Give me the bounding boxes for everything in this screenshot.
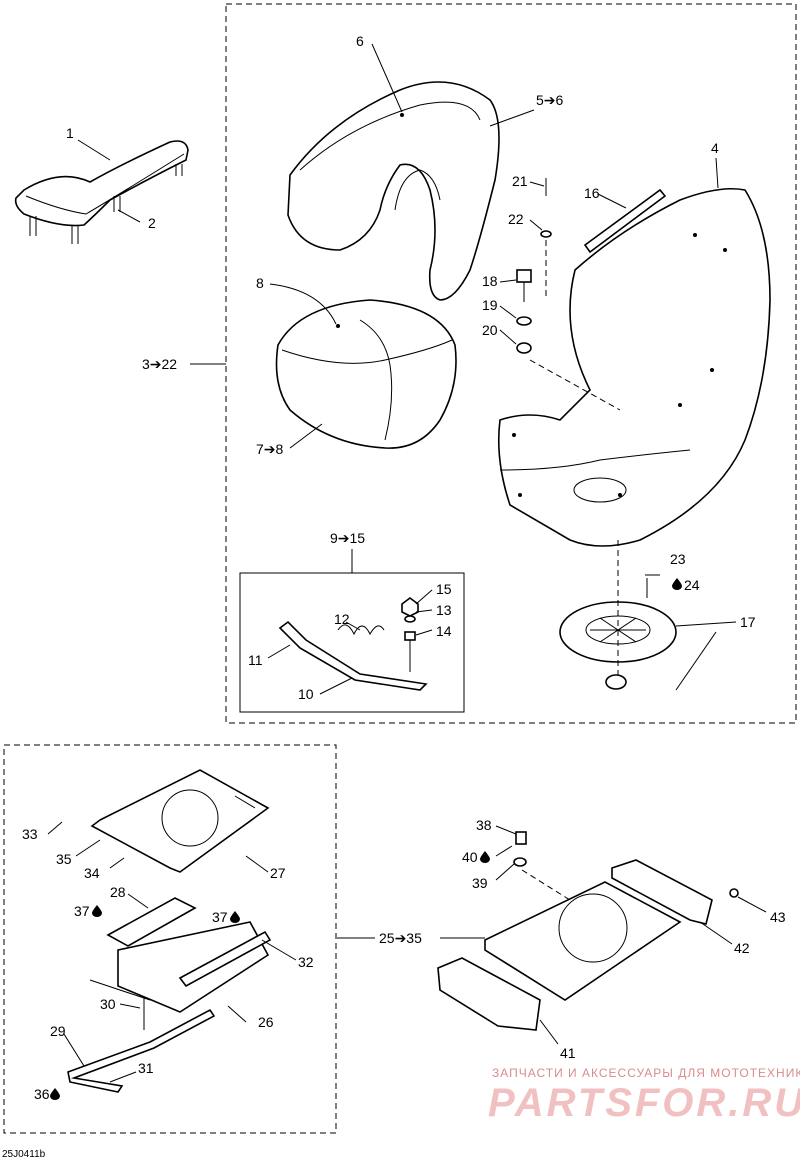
callout-41: 41 bbox=[560, 1045, 576, 1061]
callout-34: 34 bbox=[84, 865, 100, 881]
callout-42: 42 bbox=[734, 940, 750, 956]
callout-26: 26 bbox=[258, 1014, 274, 1030]
callout-33: 33 bbox=[22, 826, 38, 842]
watermark: ЗАПЧАСТИ И АКСЕССУАРЫ ДЛЯ МОТОТЕХНИКИ PA… bbox=[488, 1066, 800, 1125]
callout-29: 29 bbox=[50, 1023, 66, 1039]
callout-25-35: 25➔35 bbox=[379, 930, 422, 946]
callout-8: 8 bbox=[256, 275, 264, 291]
callout-17: 17 bbox=[740, 614, 756, 630]
callout-11: 11 bbox=[248, 652, 263, 668]
part-28-slider-rail bbox=[106, 897, 270, 1013]
callout-19: 19 bbox=[482, 297, 498, 313]
callout-39: 39 bbox=[472, 875, 488, 891]
part-17-swivel-base bbox=[559, 540, 677, 690]
hardware-stack-18-22 bbox=[516, 178, 621, 411]
callout-9-15: 9➔15 bbox=[330, 530, 365, 546]
callout-28: 28 bbox=[110, 884, 126, 900]
callout-6: 6 bbox=[356, 33, 364, 49]
part-6-backrest bbox=[287, 81, 500, 301]
leader-lines bbox=[47, 43, 767, 1083]
callout-22: 22 bbox=[508, 211, 524, 227]
callout-16: 16 bbox=[584, 185, 600, 201]
assembly-25-35 bbox=[437, 831, 739, 1031]
callout-31: 31 bbox=[138, 1060, 154, 1076]
callout-24: 24 bbox=[684, 577, 700, 593]
callout-5-6: 5➔6 bbox=[536, 92, 564, 108]
watermark-brand: PARTSFOR.RU bbox=[488, 1081, 800, 1125]
drop-icon bbox=[480, 851, 490, 863]
callout-13: 13 bbox=[436, 602, 452, 618]
callout-40: 40 bbox=[462, 849, 478, 865]
callout-7-8: 7➔8 bbox=[256, 441, 284, 457]
callout-3-22: 3➔22 bbox=[142, 356, 177, 372]
drop-icon bbox=[92, 905, 102, 917]
callout-38: 38 bbox=[476, 817, 492, 833]
part-32-tube bbox=[178, 930, 272, 988]
callout-37b: 37 bbox=[212, 909, 228, 925]
callout-10: 10 bbox=[298, 686, 314, 702]
callout-36: 36 bbox=[34, 1086, 50, 1102]
drop-icon bbox=[50, 1088, 60, 1100]
callout-18: 18 bbox=[482, 273, 498, 289]
drop-icon bbox=[230, 911, 240, 923]
callout-12: 12 bbox=[334, 611, 350, 627]
latch-group-box bbox=[239, 572, 465, 713]
latch-parts bbox=[278, 597, 428, 691]
callout-4: 4 bbox=[711, 140, 719, 156]
part-27-slider-plate bbox=[90, 769, 270, 873]
callout-43: 43 bbox=[770, 909, 786, 925]
seat-group-box bbox=[225, 3, 797, 724]
callout-30: 30 bbox=[100, 996, 116, 1012]
drop-icon bbox=[672, 578, 682, 590]
part-4-seat-frame bbox=[497, 187, 771, 547]
callout-23: 23 bbox=[670, 551, 686, 567]
callout-2: 2 bbox=[148, 215, 156, 231]
callouts: 1 2 3➔22 4 5➔6 6 7➔8 8 9➔15 10 11 12 13 … bbox=[22, 33, 786, 1102]
part-1-passenger-seat bbox=[14, 140, 189, 244]
slider-group-box bbox=[3, 744, 337, 1134]
callout-15: 15 bbox=[436, 581, 452, 597]
part-16-strip bbox=[583, 188, 667, 254]
callout-27: 27 bbox=[270, 865, 286, 881]
callout-1: 1 bbox=[66, 125, 74, 141]
callout-37a: 37 bbox=[74, 903, 90, 919]
callout-14: 14 bbox=[436, 623, 452, 639]
callout-32: 32 bbox=[298, 954, 314, 970]
part-29-handle bbox=[67, 979, 216, 1093]
drawing-code: 25J0411b bbox=[2, 1149, 46, 1160]
callout-35: 35 bbox=[56, 851, 72, 867]
callout-21: 21 bbox=[512, 173, 528, 189]
part-8-seat-cushion bbox=[275, 299, 457, 449]
watermark-tagline: ЗАПЧАСТИ И АКСЕССУАРЫ ДЛЯ МОТОТЕХНИКИ bbox=[492, 1066, 800, 1080]
callout-20: 20 bbox=[482, 322, 498, 338]
